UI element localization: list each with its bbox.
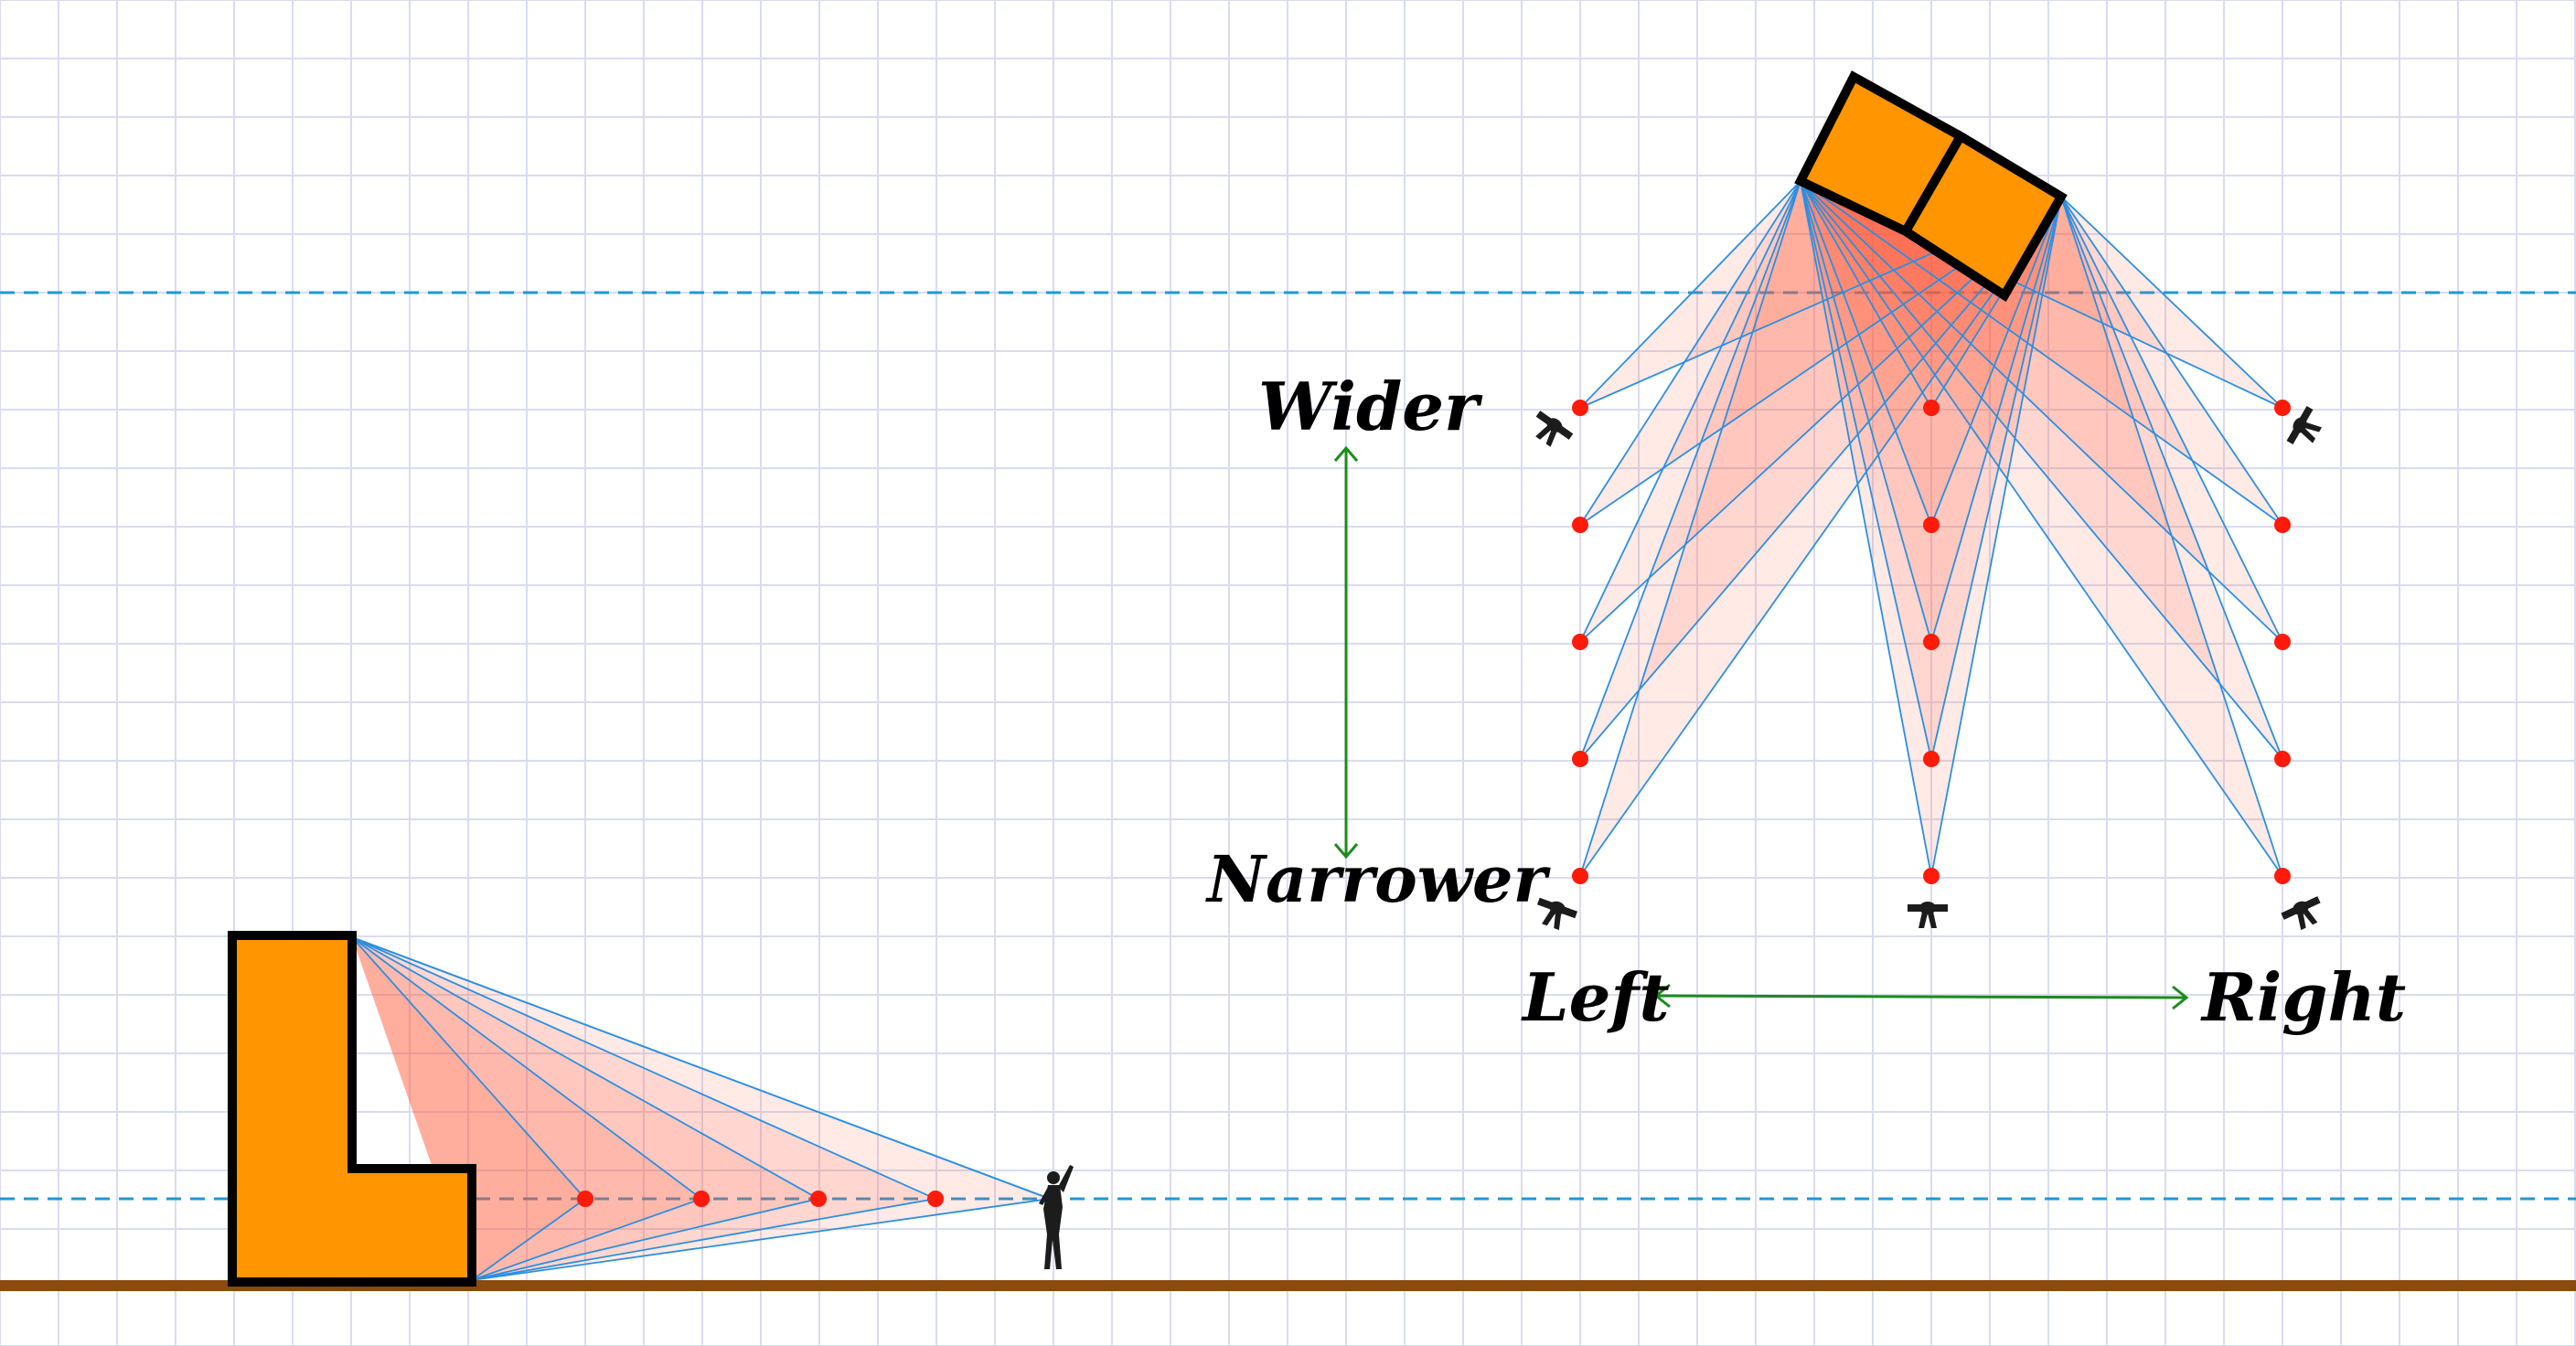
top-view-figure-top-right xyxy=(2286,405,2323,445)
side-view-sight-line xyxy=(351,936,702,1200)
side-view-cone xyxy=(352,937,585,1280)
top-view-viewpoint xyxy=(2274,400,2291,416)
top-view-sight-line xyxy=(1930,196,2062,526)
top-view-sight-line xyxy=(1800,180,1932,409)
top-view-sight-line xyxy=(2060,196,2283,877)
side-view-viewpoint xyxy=(577,1191,593,1207)
top-view-sight-line xyxy=(2060,196,2283,760)
standing-person-icon xyxy=(1039,1165,1074,1269)
top-view-figure-top-left xyxy=(1535,411,1574,447)
narrower-label: Narrower xyxy=(1205,841,1552,917)
top-view-viewpoint xyxy=(1923,751,1940,767)
side-view-sight-line xyxy=(471,1198,936,1281)
top-view-viewpoint xyxy=(1923,868,1940,884)
side-view-viewpoint xyxy=(810,1191,827,1207)
top-view-sight-line xyxy=(1800,180,1932,877)
top-view-sight-line xyxy=(1800,180,1932,643)
top-view-building xyxy=(1794,70,2068,303)
top-view-viewpoint xyxy=(1923,400,1940,416)
wider-label: Wider xyxy=(1258,368,1483,445)
top-view-sight-line xyxy=(1800,180,1932,526)
top-view-viewpoints xyxy=(1572,400,2291,884)
right-label: Right xyxy=(2200,958,2406,1036)
top-view-sight-line xyxy=(1930,196,2062,643)
top-view-viewpoint xyxy=(1572,751,1588,767)
top-view-sight-line xyxy=(1579,180,1801,643)
side-view-cone xyxy=(352,937,935,1280)
side-view-viewpoint xyxy=(693,1191,710,1207)
side-view-sight-line xyxy=(471,1198,702,1281)
side-view-sight-line xyxy=(471,1198,586,1281)
top-view-viewpoint xyxy=(1923,517,1940,533)
side-view-building xyxy=(228,931,476,1287)
top-view-viewpoint xyxy=(2274,634,2291,650)
top-view-sight-line xyxy=(1579,180,1801,760)
top-view-sight-line xyxy=(2060,196,2283,643)
top-view-viewpoint xyxy=(1572,634,1588,650)
top-view-sight-line xyxy=(1800,180,2283,526)
side-view-sight-lines xyxy=(351,936,1051,1281)
side-view-sight-line xyxy=(471,1198,819,1281)
side-view xyxy=(228,931,1074,1287)
top-view-sight-line xyxy=(1579,180,1801,409)
top-view-figure-bottom-center xyxy=(1908,902,1948,928)
top-view xyxy=(1535,70,2323,931)
side-view-sight-line xyxy=(351,936,819,1200)
top-view-cone xyxy=(1580,181,2061,642)
side-view-viewpoints xyxy=(577,1191,944,1207)
top-view-sight-line xyxy=(1800,180,2283,760)
top-view-viewpoint xyxy=(2274,868,2291,884)
side-view-cone xyxy=(352,937,701,1280)
top-view-viewpoint xyxy=(2274,517,2291,533)
top-view-sight-line xyxy=(1800,180,2283,877)
ground-line xyxy=(0,1280,2576,1291)
top-view-building-right xyxy=(1899,130,2068,303)
side-view-cone xyxy=(352,937,1050,1280)
top-view-sight-line xyxy=(2060,196,2283,526)
top-view-viewpoint xyxy=(1572,517,1588,533)
top-view-sight-line xyxy=(1800,180,1932,760)
top-view-cone xyxy=(1801,181,2061,759)
left-right-arrow xyxy=(1653,983,2189,1010)
top-view-cone xyxy=(1580,181,2061,876)
top-view-viewpoint xyxy=(1572,868,1588,884)
top-view-viewpoint xyxy=(1923,634,1940,650)
top-view-cone xyxy=(1580,181,2061,525)
top-view-cone xyxy=(1580,181,2061,759)
left-label: Left xyxy=(1521,958,1670,1036)
top-view-viewpoint xyxy=(2274,751,2291,767)
top-view-sight-line xyxy=(1930,196,2062,877)
side-view-sight-line xyxy=(351,936,936,1200)
top-view-figure-bottom-left xyxy=(1536,897,1578,931)
side-view-viewpoint xyxy=(927,1191,944,1207)
top-view-figure-bottom-right xyxy=(2281,896,2321,931)
side-view-sight-line xyxy=(351,936,586,1200)
top-view-sight-line xyxy=(2060,196,2283,409)
top-view-sight-line xyxy=(1800,180,2283,643)
top-view-sight-lines xyxy=(1579,180,2283,877)
top-view-sight-line xyxy=(1579,196,2062,760)
top-view-sight-line xyxy=(1579,180,1801,877)
top-view-sight-line xyxy=(1930,196,2062,760)
side-view-sight-line xyxy=(351,936,1051,1200)
top-view-viewpoint xyxy=(1572,400,1588,416)
wider-narrower-arrow xyxy=(1333,445,1359,860)
side-view-sight-line xyxy=(471,1198,1051,1281)
top-view-sight-line xyxy=(1579,180,1801,526)
